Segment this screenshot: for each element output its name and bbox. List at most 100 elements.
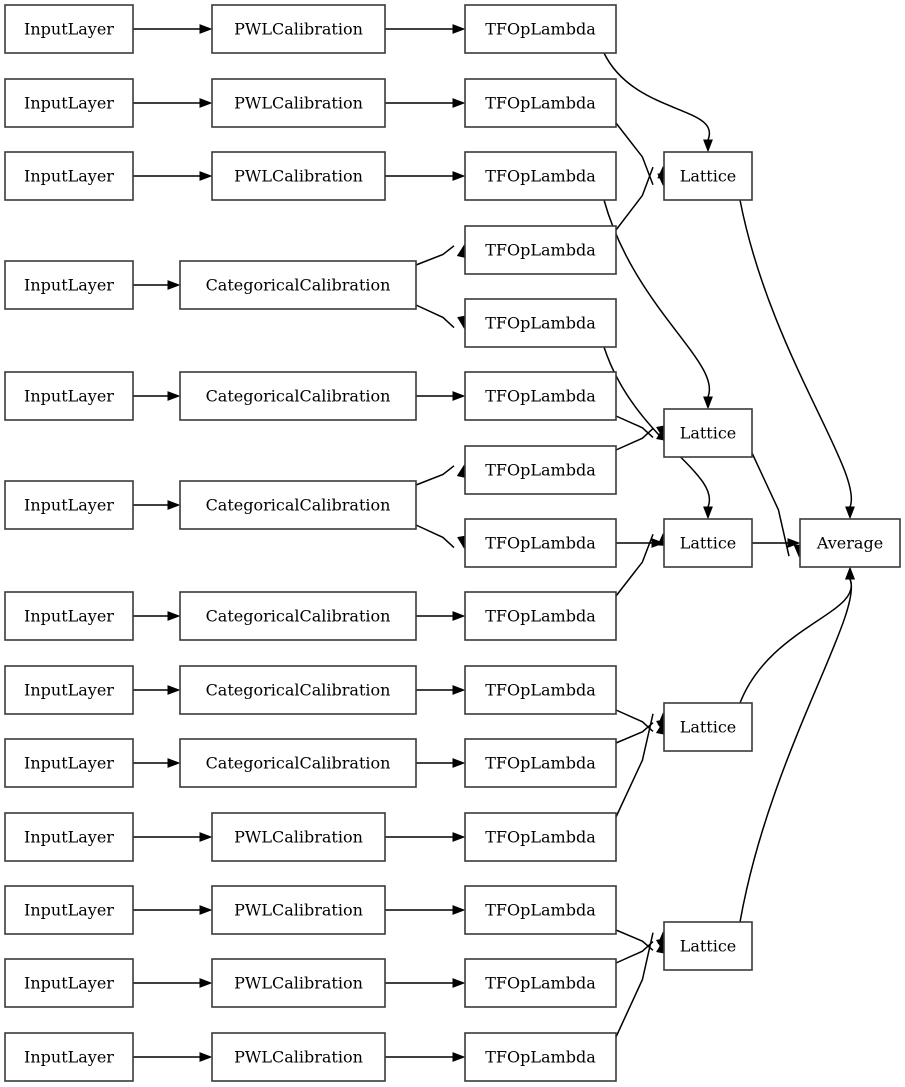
node-label: TFOpLambda xyxy=(485,534,596,553)
node-input-layer-in7[interactable]: InputLayer xyxy=(4,591,134,641)
node-pwlcalibration-cal1[interactable]: PWLCalibration xyxy=(211,4,386,54)
edge-input-layer-to-categorical-calibration xyxy=(133,391,181,401)
node-label: PWLCalibration xyxy=(234,167,363,186)
node-label: TFOpLambda xyxy=(485,241,596,260)
node-input-layer-in2[interactable]: InputLayer xyxy=(4,78,134,128)
node-label: TFOpLambda xyxy=(485,387,596,406)
node-label: TFOpLambda xyxy=(485,974,596,993)
node-pwlcalibration-cal2[interactable]: PWLCalibration xyxy=(211,78,386,128)
node-label: TFOpLambda xyxy=(485,461,596,480)
node-input-layer-in6[interactable]: InputLayer xyxy=(4,480,134,530)
edge-categorical-calibration-to-tfop-lambda xyxy=(416,391,466,401)
edge-categorical-calibration-to-tfop-lambda xyxy=(416,758,466,768)
node-categorical-calibration-cal5[interactable]: CategoricalCalibration xyxy=(179,371,417,421)
node-label: InputLayer xyxy=(24,387,114,406)
node-tfop-lambda-tf15[interactable]: TFOpLambda xyxy=(464,1032,617,1082)
node-tfop-lambda-tf6[interactable]: TFOpLambda xyxy=(464,371,617,421)
node-label: PWLCalibration xyxy=(234,828,363,847)
node-pwlcalibration-cal3[interactable]: PWLCalibration xyxy=(211,151,386,201)
edge-input-layer-to-categorical-calibration xyxy=(133,500,181,510)
edge-categorical-calibration-to-tfop-lambda xyxy=(415,524,467,549)
edge-pwlcalibration-to-tfop-lambda xyxy=(385,171,466,181)
node-label: CategoricalCalibration xyxy=(206,496,391,515)
node-tfop-lambda-tf11[interactable]: TFOpLambda xyxy=(464,738,617,788)
node-label: PWLCalibration xyxy=(234,20,363,39)
edge-input-layer-to-pwlcalibration xyxy=(133,1052,213,1062)
edge-input-layer-to-categorical-calibration xyxy=(133,280,181,290)
node-label: Lattice xyxy=(680,937,737,956)
node-tfop-lambda-tf14[interactable]: TFOpLambda xyxy=(464,958,617,1008)
node-categorical-calibration-cal7[interactable]: CategoricalCalibration xyxy=(179,591,417,641)
node-label: PWLCalibration xyxy=(234,974,363,993)
node-tfop-lambda-tf7[interactable]: TFOpLambda xyxy=(464,445,617,495)
edge-tfop-lambda-to-lattice xyxy=(603,52,713,153)
edge-input-layer-to-pwlcalibration xyxy=(133,171,213,181)
node-input-layer-in8[interactable]: InputLayer xyxy=(4,665,134,715)
node-tfop-lambda-tf10[interactable]: TFOpLambda xyxy=(464,665,617,715)
node-input-layer-in3[interactable]: InputLayer xyxy=(4,151,134,201)
node-label: TFOpLambda xyxy=(485,607,596,626)
node-label: InputLayer xyxy=(24,94,114,113)
node-input-layer-in5[interactable]: InputLayer xyxy=(4,371,134,421)
edge-input-layer-to-categorical-calibration xyxy=(133,611,181,621)
node-tfop-lambda-tf5[interactable]: TFOpLambda xyxy=(464,298,617,348)
node-input-layer-in9[interactable]: InputLayer xyxy=(4,738,134,788)
node-pwlcalibration-cal11[interactable]: PWLCalibration xyxy=(211,885,386,935)
node-tfop-lambda-tf1[interactable]: TFOpLambda xyxy=(464,4,617,54)
node-label: TFOpLambda xyxy=(485,681,596,700)
node-tfop-lambda-tf3[interactable]: TFOpLambda xyxy=(464,151,617,201)
node-tfop-lambda-tf12[interactable]: TFOpLambda xyxy=(464,812,617,862)
node-input-layer-in11[interactable]: InputLayer xyxy=(4,885,134,935)
node-tfop-lambda-tf4[interactable]: TFOpLambda xyxy=(464,225,617,275)
node-label: CategoricalCalibration xyxy=(206,607,391,626)
edge-input-layer-to-pwlcalibration xyxy=(133,24,213,34)
node-categorical-calibration-cal8[interactable]: CategoricalCalibration xyxy=(179,665,417,715)
edge-categorical-calibration-to-tfop-lambda xyxy=(416,685,466,695)
node-tfop-lambda-tf2[interactable]: TFOpLambda xyxy=(464,78,617,128)
node-input-layer-in1[interactable]: InputLayer xyxy=(4,4,134,54)
node-tfop-lambda-tf13[interactable]: TFOpLambda xyxy=(464,885,617,935)
node-tfop-lambda-tf9[interactable]: TFOpLambda xyxy=(464,591,617,641)
edge-pwlcalibration-to-tfop-lambda xyxy=(385,24,466,34)
node-lattice-lat5[interactable]: Lattice xyxy=(663,921,753,971)
node-label: InputLayer xyxy=(24,276,114,295)
edge-input-layer-to-categorical-calibration xyxy=(133,758,181,768)
edge-pwlcalibration-to-tfop-lambda xyxy=(385,832,466,842)
edge-pwlcalibration-to-tfop-lambda xyxy=(385,978,466,988)
node-categorical-calibration-cal4[interactable]: CategoricalCalibration xyxy=(179,260,417,310)
node-label: Average xyxy=(816,534,883,553)
node-label: TFOpLambda xyxy=(485,1048,596,1067)
node-pwlcalibration-cal12[interactable]: PWLCalibration xyxy=(211,958,386,1008)
node-lattice-lat2[interactable]: Lattice xyxy=(663,408,753,458)
edge-tfop-lambda-to-lattice xyxy=(603,199,713,410)
node-pwlcalibration-cal10[interactable]: PWLCalibration xyxy=(211,812,386,862)
node-input-layer-in4[interactable]: InputLayer xyxy=(4,260,134,310)
node-categorical-calibration-cal6[interactable]: CategoricalCalibration xyxy=(179,480,417,530)
edge-pwlcalibration-to-tfop-lambda xyxy=(385,1052,466,1062)
node-input-layer-in12[interactable]: InputLayer xyxy=(4,958,134,1008)
node-label: TFOpLambda xyxy=(485,828,596,847)
node-input-layer-in10[interactable]: InputLayer xyxy=(4,812,134,862)
node-pwlcalibration-cal13[interactable]: PWLCalibration xyxy=(211,1032,386,1082)
edge-input-layer-to-pwlcalibration xyxy=(133,978,213,988)
edge-input-layer-to-pwlcalibration xyxy=(133,905,213,915)
node-label: PWLCalibration xyxy=(234,901,363,920)
node-label: InputLayer xyxy=(24,496,114,515)
node-label: TFOpLambda xyxy=(485,94,596,113)
node-label: PWLCalibration xyxy=(234,94,363,113)
edge-lattice-to-average xyxy=(752,538,801,548)
node-average-avg[interactable]: Average xyxy=(799,518,901,568)
node-label: InputLayer xyxy=(24,681,114,700)
edge-pwlcalibration-to-tfop-lambda xyxy=(385,905,466,915)
node-lattice-lat1[interactable]: Lattice xyxy=(663,151,753,201)
node-label: TFOpLambda xyxy=(485,20,596,39)
node-categorical-calibration-cal9[interactable]: CategoricalCalibration xyxy=(179,738,417,788)
edge-input-layer-to-pwlcalibration xyxy=(133,98,213,108)
node-lattice-lat3[interactable]: Lattice xyxy=(663,518,753,568)
node-label: InputLayer xyxy=(24,20,114,39)
node-label: InputLayer xyxy=(24,974,114,993)
node-input-layer-in13[interactable]: InputLayer xyxy=(4,1032,134,1082)
node-lattice-lat4[interactable]: Lattice xyxy=(663,702,753,752)
node-tfop-lambda-tf8[interactable]: TFOpLambda xyxy=(464,518,617,568)
node-label: CategoricalCalibration xyxy=(206,681,391,700)
